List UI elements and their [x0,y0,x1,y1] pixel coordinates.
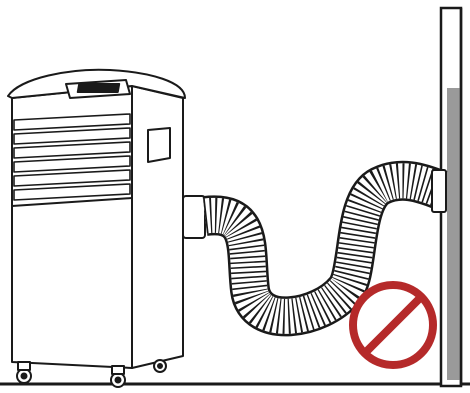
wall-window-panel [447,88,461,380]
wall-adapter [432,170,446,212]
side-handle [148,128,170,162]
exhaust-outlet [183,196,205,238]
prohibited-sign-icon [353,285,433,365]
air-conditioner-unit [8,70,205,387]
